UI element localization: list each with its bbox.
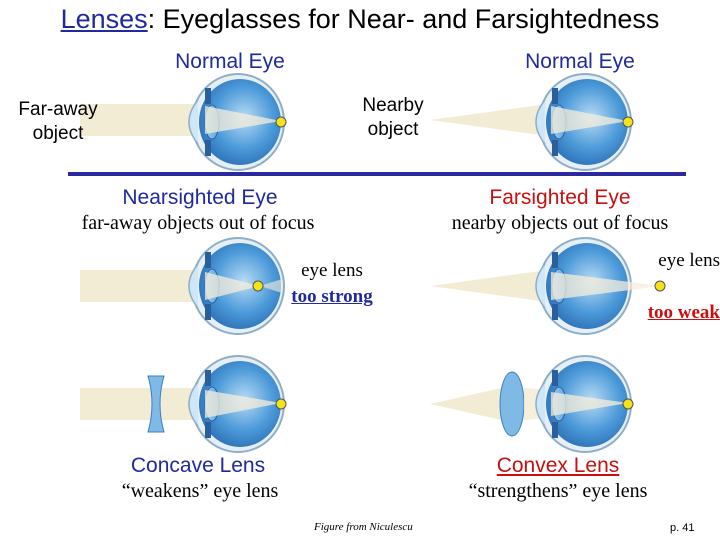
- page-title: Lenses: Eyeglasses for Near- and Farsigh…: [0, 4, 720, 35]
- normal-eye-faraway-diagram: [80, 73, 287, 171]
- nearby-label-line2: object: [367, 119, 419, 140]
- convex-lens-subtitle: “strengthens” eye lens: [468, 480, 648, 502]
- nearsighted-note: eye lens too strong: [282, 258, 382, 310]
- nearsighted-eye-heading: Nearsighted Eye: [122, 186, 278, 209]
- nearsighted-subtitle: far-away objects out of focus: [81, 212, 315, 234]
- farsighted-eye-diagram: [430, 237, 666, 335]
- convex-lens-icon: [499, 371, 525, 437]
- concave-lens-diagram: [80, 355, 287, 453]
- convex-lens-diagram: [430, 355, 634, 453]
- nearsighted-note-line1: eye lens: [301, 260, 363, 281]
- normal-eye-heading-left: Normal Eye: [175, 50, 285, 73]
- concave-lens-subtitle: “weakens” eye lens: [121, 480, 279, 502]
- concave-lens-icon: [147, 375, 165, 433]
- concave-lens-heading: Concave Lens: [130, 454, 266, 477]
- divider: [68, 172, 686, 176]
- farsighted-subtitle: nearby objects out of focus: [451, 212, 669, 234]
- figure-credit: Figure from Niculescu: [314, 521, 413, 533]
- convex-lens-heading: Convex Lens: [496, 454, 620, 477]
- far-away-object-label: Far-away object: [8, 98, 108, 146]
- farsighted-eye-heading: Farsighted Eye: [489, 186, 631, 209]
- too-strong-link[interactable]: too strong: [291, 286, 373, 307]
- nearsighted-eye-diagram: [80, 237, 285, 335]
- normal-eye-heading-right: Normal Eye: [525, 50, 635, 73]
- nearby-label-line1: Nearby: [362, 95, 424, 116]
- title-rest: : Eyeglasses for Near- and Farsightednes…: [147, 4, 660, 34]
- page-number: p. 41: [670, 522, 695, 534]
- too-weak-link[interactable]: too weak: [647, 302, 720, 323]
- farsighted-note-line1: eye lens: [658, 250, 720, 271]
- far-away-label-line1: Far-away: [18, 99, 98, 120]
- title-lenses-link[interactable]: Lenses: [60, 4, 148, 34]
- far-away-label-line2: object: [32, 123, 84, 144]
- nearby-object-label: Nearby object: [348, 94, 438, 142]
- normal-eye-nearby-diagram: [430, 73, 634, 171]
